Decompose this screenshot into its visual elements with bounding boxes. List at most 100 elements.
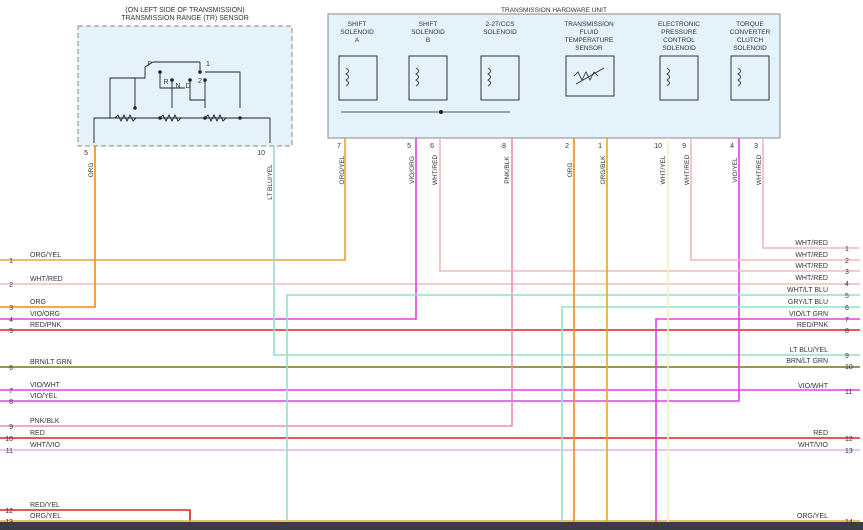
wire-wht-ltblu-r5 [286, 294, 860, 530]
tr-position-d: D [185, 83, 190, 90]
right-wire-label-4: WHT/RED [795, 275, 828, 282]
wire-wht-red-r1 [762, 138, 860, 249]
right-pin-13: 13 [845, 448, 853, 455]
right-pin-5: 5 [845, 293, 849, 300]
tr-sensor-title-1: (ON LEFT SIDE OF TRANSMISSION) [125, 7, 244, 14]
thu-pin-5-color: ORG/BLK [600, 155, 607, 185]
thu-component-5-label-1: CONVERTER [730, 29, 771, 36]
right-connector: 1WHT/RED2WHT/RED3WHT/RED4WHT/RED5WHT/LT … [786, 240, 853, 526]
thu-pin-0-color: ORG/YEL [339, 155, 346, 184]
thu-pin-8-color: VIO/YEL [732, 157, 739, 183]
wire-wht-red-r3 [439, 138, 860, 272]
left-wire-label-3: ORG [30, 299, 46, 306]
right-pin-9: 9 [845, 353, 849, 360]
right-wire-label-1: WHT/RED [795, 240, 828, 247]
tr-sensor-contacts [133, 70, 242, 120]
left-pin-7: 7 [9, 388, 13, 395]
right-wire-label-14: ORG/YEL [797, 513, 828, 520]
thu-component-0-label-2: A [355, 37, 360, 44]
left-pin-9: 9 [9, 424, 13, 431]
thu-pin-4-num: 2 [565, 143, 569, 150]
left-pin-5: 5 [9, 328, 13, 335]
tcc-solenoid-symbol [730, 55, 770, 101]
right-wire-label-8: RED/PNK [797, 322, 828, 329]
thu-component-labels: SHIFTSOLENOIDASHIFTSOLENOIDB2-2T/CCSSOLE… [340, 21, 770, 52]
thu-pin-8-num: 4 [730, 143, 734, 150]
right-wire-label-10: BRN/LT GRN [786, 358, 828, 365]
thu-pin-9-num: 3 [754, 143, 758, 150]
right-wire-label-9: LT BLU/YEL [790, 347, 828, 354]
wire-ltblu-yel-9 [273, 146, 860, 356]
wire-vio-ltgrn-r7 [655, 318, 860, 530]
thu-component-2-label-1: SOLENOID [483, 29, 517, 36]
tr-pin-5: 5 [84, 150, 88, 157]
thu-component-1-label-0: SHIFT [419, 21, 438, 28]
left-pin-10: 10 [5, 436, 13, 443]
tr-sensor-title-2: TRANSMISSION RANGE (TR) SENSOR [121, 15, 249, 22]
right-wire-label-11: VIO/WHT [798, 383, 829, 390]
tr-sensor-switch-network [93, 61, 271, 143]
left-wire-label-7: VIO/WHT [30, 382, 61, 389]
right-pin-8: 8 [845, 328, 849, 335]
right-wire-label-5: WHT/LT BLU [787, 287, 828, 294]
thu-box [327, 13, 781, 139]
wire-pnk-blk-9 [0, 138, 513, 427]
tr-position-r: R [163, 79, 168, 86]
left-wire-label-12: RED/YEL [30, 502, 60, 509]
right-wire-label-12: RED [813, 430, 828, 437]
tr-position-n: N [175, 83, 180, 90]
thu-component-0-label-0: SHIFT [348, 21, 367, 28]
ccs-solenoid-symbol [480, 55, 520, 101]
right-wire-label-3: WHT/RED [795, 263, 828, 270]
right-wire-label-6: GRY/LT BLU [788, 299, 828, 306]
thu-symbols [338, 55, 770, 101]
left-pin-1: 1 [9, 258, 13, 265]
tr-position-1: 1 [206, 61, 210, 68]
thu-component-4-label-0: ELECTRONIC [658, 21, 700, 28]
left-wire-label-2: WHT/RED [30, 276, 63, 283]
thu-pin-6-num: 10 [654, 143, 662, 150]
thu-component-2-label-0: 2-2T/CCS [486, 21, 516, 28]
thu-pin-labels: 7ORG/YEL5VIO/ORG6WHT/RED8PNK/BLK2ORG1ORG… [337, 143, 763, 185]
wire-org-3 [0, 146, 96, 308]
tr-wire-label-org: ORG [88, 163, 95, 178]
wire-vio-yel-8 [0, 138, 740, 402]
tr-pin-10: 10 [257, 150, 265, 157]
left-pin-3: 3 [9, 305, 13, 312]
shift-solenoid-b-symbol [408, 55, 448, 101]
thu-component-5-label-2: CLUTCH [737, 37, 764, 44]
left-wire-label-8: VIO/YEL [30, 393, 57, 400]
left-pin-6: 6 [9, 365, 13, 372]
thu-pin-6-color: WHT/YEL [660, 155, 667, 184]
left-pin-8: 8 [9, 399, 13, 406]
thu-pin-5-num: 1 [598, 143, 602, 150]
thu-component-4-label-3: SOLENOID [662, 45, 696, 52]
right-pin-11: 11 [845, 389, 852, 396]
tr-wire-label-ltblu: LT BLU/YEL [267, 164, 274, 200]
left-wire-label-11: WHT/VIO [30, 442, 60, 449]
thu-component-3-label-2: TEMPERATURE [565, 37, 614, 44]
wire-wht-red-r2 [690, 138, 860, 261]
right-pin-1: 1 [845, 246, 849, 253]
thu-component-4-label-1: PRESSURE [661, 29, 697, 36]
thu-pin-1-num: 5 [407, 143, 411, 150]
thu-component-5-label-3: SOLENOID [733, 45, 767, 52]
left-wire-label-4: VIO/ORG [30, 311, 60, 318]
right-pin-12: 12 [845, 436, 853, 443]
right-pin-10: 10 [845, 364, 853, 371]
left-wire-label-6: BRN/LT GRN [30, 359, 72, 366]
thu-pin-3-color: PNK/BLK [504, 156, 511, 184]
tr-sensor-box [77, 25, 293, 147]
right-wire-label-2: WHT/RED [795, 252, 828, 259]
thu-pin-4-color: ORG [567, 163, 574, 178]
left-wire-label-13: ORG/YEL [30, 513, 61, 520]
right-pin-2: 2 [845, 258, 849, 265]
thu-pin-7-num: 9 [682, 143, 686, 150]
thu-coils [341, 67, 741, 113]
wires [0, 138, 860, 530]
right-pin-3: 3 [845, 269, 849, 276]
thu-title: TRANSMISSION HARDWARE UNIT [501, 7, 607, 14]
bottom-bar [0, 522, 863, 530]
thu-pin-0-num: 7 [337, 143, 341, 150]
wire-vio-org-4 [0, 138, 417, 320]
